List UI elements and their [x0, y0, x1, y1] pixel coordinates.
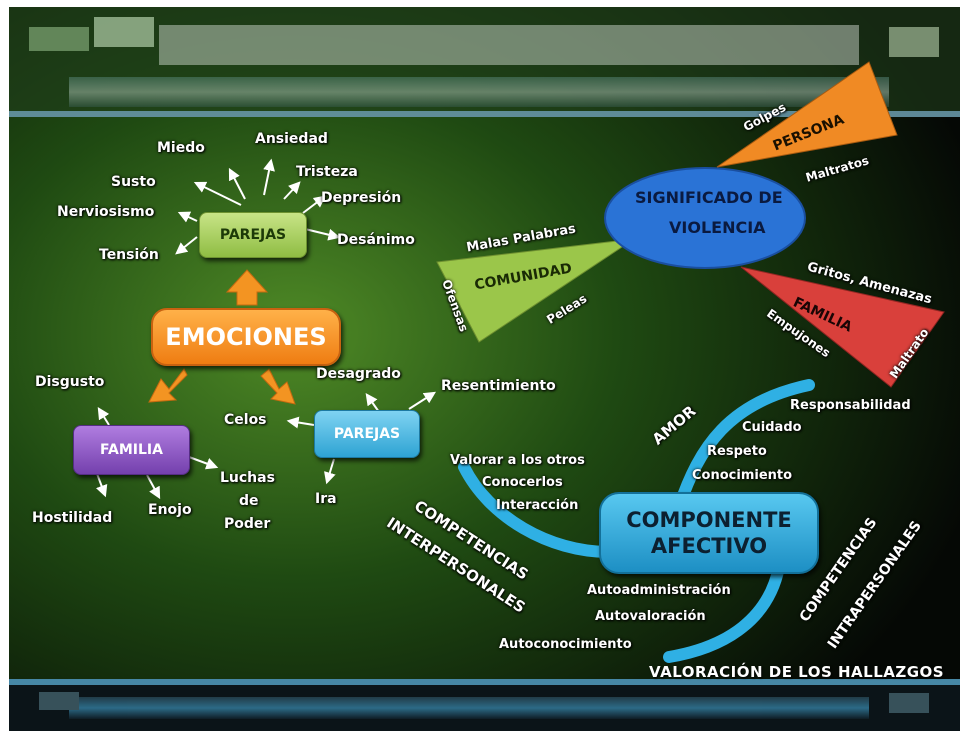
item-hostilidad: Hostilidad [32, 510, 113, 526]
persona-triangle [716, 61, 898, 168]
parejas-bottom-label: PAREJAS [333, 426, 401, 442]
item-autoadministracion: Autoadministración [587, 583, 731, 598]
item-celos: Celos [224, 412, 267, 428]
item-ansiedad: Ansiedad [255, 131, 328, 147]
afectivo-line2: AFECTIVO [650, 534, 768, 558]
parejas-top-connectors [175, 158, 341, 255]
afectivo-arcs [458, 379, 815, 663]
afectivo-line1: COMPONENTE [626, 507, 792, 532]
item-responsabilidad: Responsabilidad [790, 398, 911, 413]
emociones-arrows [148, 269, 296, 405]
violencia-title-1: SIGNIFICADO DE [635, 188, 783, 207]
footer-title: VALORACIÓN DE LOS HALLAZGOS [649, 663, 945, 681]
afectivo-box: COMPONENTE AFECTIVO [599, 492, 819, 574]
item-interaccion: Interacción [496, 498, 579, 513]
item-valorar: Valorar a los otros [450, 453, 585, 468]
item-respeto: Respeto [707, 444, 767, 459]
comunidad-triangle [436, 238, 635, 343]
familia-triangle [740, 266, 945, 388]
familia-left-box: FAMILIA [73, 425, 190, 475]
parejas-bottom-box: PAREJAS [314, 410, 420, 458]
item-autoconocimiento: Autoconocimiento [499, 637, 632, 652]
slide: EMOCIONES PAREJAS Miedo Ansiedad Susto T… [9, 7, 960, 731]
parejas-top-label: PAREJAS [219, 227, 287, 243]
emociones-box: EMOCIONES [151, 308, 341, 366]
item-desagrado: Desagrado [316, 366, 401, 382]
familia-left-label: FAMILIA [100, 442, 163, 458]
item-nerviosismo: Nerviosismo [57, 204, 155, 220]
item-tension: Tensión [99, 247, 159, 263]
item-cuidado: Cuidado [742, 420, 802, 435]
item-disgusto: Disgusto [35, 374, 105, 390]
item-conocimiento: Conocimiento [692, 468, 793, 483]
parejas-bottom-connectors [286, 391, 437, 485]
item-conocerlos: Conocerlos [482, 475, 563, 490]
item-susto: Susto [111, 174, 156, 190]
familia-left-connectors [95, 406, 219, 500]
item-miedo: Miedo [157, 140, 205, 156]
emociones-label: EMOCIONES [165, 323, 327, 351]
violencia-ellipse [604, 167, 806, 269]
item-resentimiento: Resentimiento [441, 378, 556, 394]
violencia-title-2: VIOLENCIA [669, 218, 766, 237]
bottom-tile-band [39, 692, 929, 719]
item-depresion: Depresión [321, 190, 402, 206]
item-ira: Ira [315, 491, 337, 507]
item-luchas-3: Poder [224, 516, 271, 532]
slide-background [9, 7, 960, 731]
item-luchas-1: Luchas [220, 470, 275, 486]
item-enojo: Enojo [148, 502, 192, 518]
item-desanimo: Desánimo [337, 232, 415, 248]
top-tile-band [29, 17, 939, 107]
item-tristeza: Tristeza [296, 164, 358, 180]
item-luchas-2: de [239, 493, 259, 509]
item-autovaloracion: Autovaloración [595, 609, 706, 624]
parejas-top-box: PAREJAS [199, 212, 307, 258]
